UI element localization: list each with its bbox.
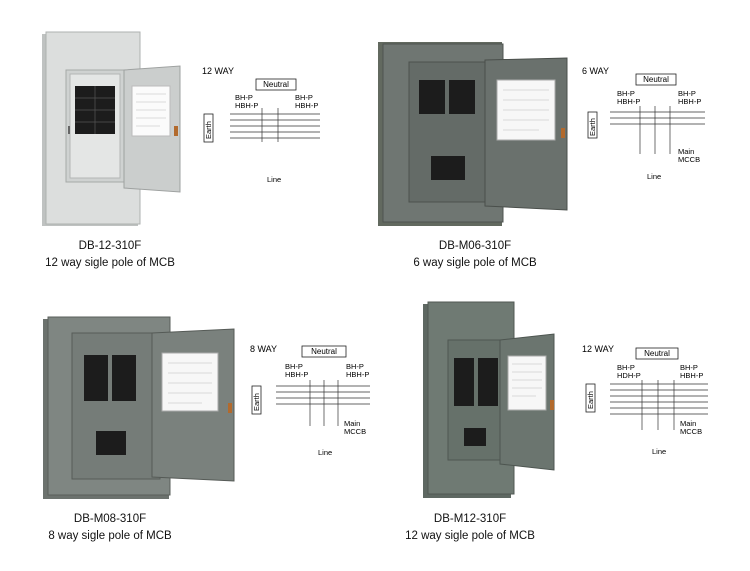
product-card-2: 6 WAY Neutral BH-P HBH-P BH-P HBH-P Eart…	[375, 0, 750, 285]
model-name: DB-12-310F	[78, 240, 142, 252]
ways-label: 8 WAY	[250, 344, 277, 354]
product-caption: DB-M08-310F 8 way sigle pole of MCB	[20, 511, 200, 545]
panel-photo	[43, 316, 235, 499]
right-bottom-label: HBH-P	[678, 97, 701, 106]
product-caption: DB-12-310F 12 way sigle pole of MCB	[20, 238, 200, 272]
earth-label: Earth	[204, 121, 213, 139]
wiring-diagram: 8 WAY Neutral BH-P HBH-P BH-P HBH-P Eart…	[250, 344, 370, 457]
right-top-label: BH-P	[346, 362, 364, 371]
left-top-label: BH-P	[235, 93, 253, 102]
right-top-label: BH-P	[678, 89, 696, 98]
ways-label: 12 WAY	[202, 66, 234, 76]
model-description: 12 way sigle pole of MCB	[45, 257, 175, 269]
line-label: Line	[267, 175, 281, 184]
wiring-diagram: 12 WAY Neutral BH-P HDH-P BH-P HBH-P Ear…	[582, 344, 708, 456]
product-caption: DB-M12-310F 12 way sigle pole of MCB	[380, 511, 560, 545]
panel-photo	[423, 301, 555, 498]
right-top-label: BH-P	[680, 363, 698, 372]
product-card-3: 8 WAY Neutral BH-P HBH-P BH-P HBH-P Eart…	[0, 285, 375, 570]
left-bottom-label: HBH-P	[235, 101, 258, 110]
left-top-label: BH-P	[617, 89, 635, 98]
earth-label: Earth	[252, 393, 261, 411]
right-bottom-label: HBH-P	[680, 371, 703, 380]
mccb-label: MCCB	[680, 427, 702, 436]
wiring-diagram: 6 WAY Neutral BH-P HBH-P BH-P HBH-P Eart…	[582, 66, 705, 181]
model-description: 6 way sigle pole of MCB	[413, 257, 537, 269]
model-name: DB-M12-310F	[433, 513, 507, 525]
ways-label: 6 WAY	[582, 66, 609, 76]
neutral-label: Neutral	[311, 347, 337, 356]
mccb-label: MCCB	[344, 427, 366, 436]
panel-photo	[42, 31, 181, 226]
model-name: DB-M08-310F	[73, 513, 147, 525]
neutral-label: Neutral	[644, 349, 670, 358]
left-bottom-label: HBH-P	[285, 370, 308, 379]
left-top-label: BH-P	[285, 362, 303, 371]
right-top-label: BH-P	[295, 93, 313, 102]
right-bottom-label: HBH-P	[346, 370, 369, 379]
wiring-diagram: 12 WAY Neutral BH-P HBH-P BH-P HBH-P Ear…	[202, 66, 320, 184]
line-label: Line	[647, 172, 661, 181]
left-top-label: BH-P	[617, 363, 635, 372]
line-label: Line	[652, 447, 666, 456]
neutral-label: Neutral	[263, 80, 289, 89]
model-name: DB-M06-310F	[438, 240, 512, 252]
ways-label: 12 WAY	[582, 344, 614, 354]
left-bottom-label: HBH-P	[617, 97, 640, 106]
earth-label: Earth	[588, 118, 597, 136]
earth-label: Earth	[586, 391, 595, 409]
neutral-label: Neutral	[643, 75, 669, 84]
panel-photo	[378, 42, 568, 226]
right-bottom-label: HBH-P	[295, 101, 318, 110]
product-card-4: 12 WAY Neutral BH-P HDH-P BH-P HBH-P Ear…	[375, 285, 750, 570]
model-description: 8 way sigle pole of MCB	[48, 530, 172, 542]
main-label: Main	[344, 419, 360, 428]
product-card-1: 12 WAY Neutral BH-P HBH-P BH-P HBH-P Ear…	[0, 0, 375, 285]
left-bottom-label: HDH-P	[617, 371, 641, 380]
main-label: Main	[678, 147, 694, 156]
line-label: Line	[318, 448, 332, 457]
mccb-label: MCCB	[678, 155, 700, 164]
product-caption: DB-M06-310F 6 way sigle pole of MCB	[385, 238, 565, 272]
main-label: Main	[680, 419, 696, 428]
model-description: 12 way sigle pole of MCB	[405, 530, 535, 542]
